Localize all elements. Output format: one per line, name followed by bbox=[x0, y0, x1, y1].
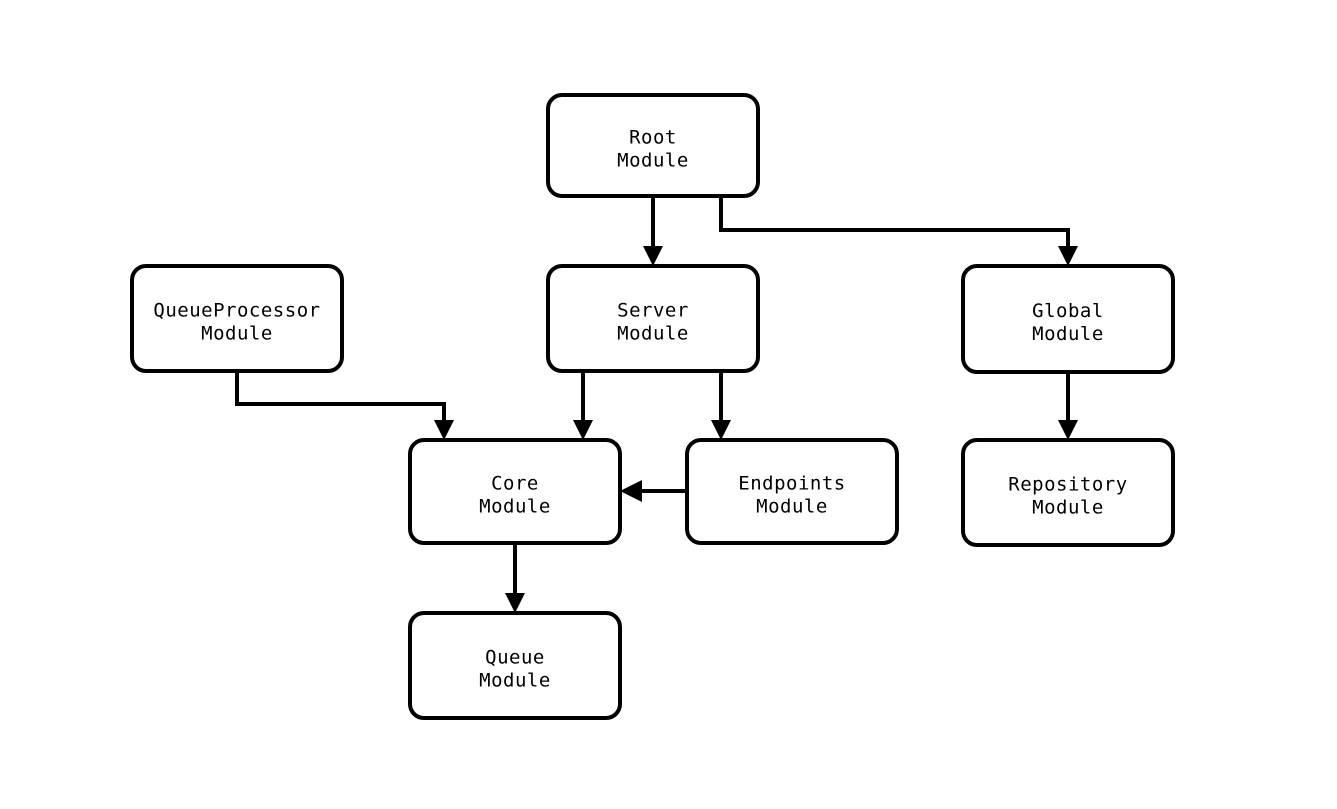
core-module-node-label-line1: Core bbox=[491, 473, 539, 495]
core-module-node-box[interactable] bbox=[408, 438, 622, 545]
edge-global-to-repository-arrowhead-icon bbox=[1058, 420, 1078, 440]
edge-root-to-global-line bbox=[719, 196, 1070, 256]
server-module-node-label-line1: Server bbox=[617, 300, 689, 322]
root-module-node-label-line1: Root bbox=[629, 127, 677, 149]
core-module-node-label-line2: Module bbox=[479, 496, 551, 518]
root-module-node-label-line2: Module bbox=[617, 150, 689, 172]
edge-server-to-endpoints-arrowhead-icon bbox=[711, 420, 731, 440]
edge-queueprocessor-to-core bbox=[235, 371, 454, 440]
global-module-node-box[interactable] bbox=[961, 264, 1175, 374]
endpoints-module-node-box[interactable] bbox=[685, 438, 899, 545]
server-module-node-label-line2: Module bbox=[617, 323, 689, 345]
edge-endpoints-to-core bbox=[620, 480, 687, 502]
edge-queueprocessor-to-core-line bbox=[235, 371, 446, 430]
server-module-node-box[interactable] bbox=[546, 264, 760, 373]
queue-module-node-label-line2: Module bbox=[479, 670, 551, 692]
edge-endpoints-to-core-arrowhead-icon bbox=[620, 480, 642, 502]
queueprocessor-module-node-box[interactable] bbox=[130, 264, 344, 373]
global-module-node-label-line2: Module bbox=[1032, 323, 1104, 345]
edge-core-to-queue-arrowhead-icon bbox=[505, 593, 525, 613]
edge-queueprocessor-to-core-arrowhead-icon bbox=[434, 420, 454, 440]
queue-module-node-box[interactable] bbox=[408, 611, 622, 720]
root-module-node-box[interactable] bbox=[546, 93, 760, 198]
edge-core-to-queue bbox=[505, 543, 525, 613]
nodes-layer: RootModuleQueueProcessorModuleServerModu… bbox=[130, 93, 1175, 720]
queueprocessor-module-node-label-line1: QueueProcessor bbox=[153, 300, 320, 322]
edge-server-to-core bbox=[573, 371, 593, 440]
edge-root-to-global-arrowhead-icon bbox=[1058, 246, 1078, 266]
repository-module-node-box[interactable] bbox=[961, 438, 1175, 547]
edge-global-to-repository bbox=[1058, 372, 1078, 440]
edge-root-to-global bbox=[719, 196, 1078, 266]
edge-root-to-server bbox=[643, 196, 663, 266]
endpoints-module-node-label-line2: Module bbox=[756, 496, 828, 518]
repository-module-node-label-line2: Module bbox=[1032, 497, 1104, 519]
queue-module-node-label-line1: Queue bbox=[485, 647, 545, 669]
repository-module-node-label-line1: Repository bbox=[1008, 474, 1127, 496]
edge-server-to-endpoints bbox=[711, 371, 731, 440]
edge-server-to-core-arrowhead-icon bbox=[573, 420, 593, 440]
endpoints-module-node-label-line1: Endpoints bbox=[738, 473, 845, 495]
queueprocessor-module-node-label-line2: Module bbox=[201, 323, 273, 345]
edge-root-to-server-arrowhead-icon bbox=[643, 246, 663, 266]
edges-layer bbox=[235, 196, 1078, 613]
global-module-node-label-line1: Global bbox=[1032, 300, 1104, 322]
